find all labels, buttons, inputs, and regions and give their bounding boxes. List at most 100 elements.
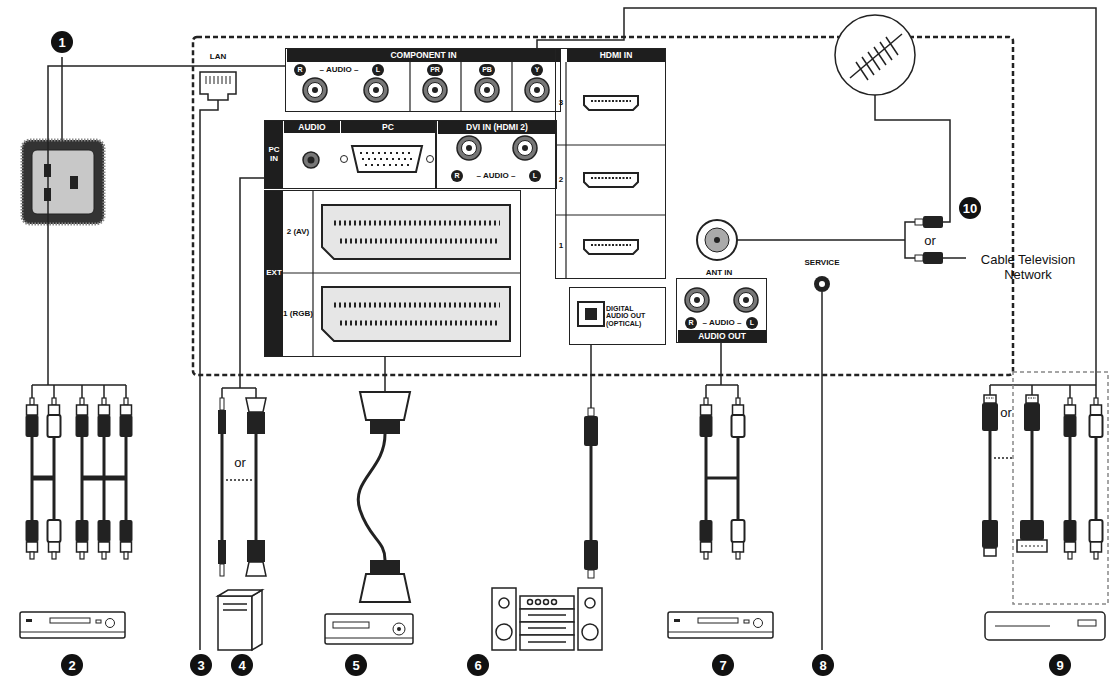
wire xyxy=(537,8,1096,398)
component-jacks xyxy=(410,62,512,111)
plug xyxy=(218,540,226,564)
port-group: EXT2 (AV)1 (RGB) xyxy=(265,191,520,356)
port-header: AUDIO OUT xyxy=(677,330,766,342)
cable xyxy=(706,437,738,520)
scart-number: 2 (AV) xyxy=(283,191,313,273)
pc-ports xyxy=(352,146,422,172)
antenna-jack xyxy=(714,237,720,243)
wire xyxy=(61,57,63,140)
plug xyxy=(915,255,923,261)
plug xyxy=(1064,398,1077,437)
dvd-device xyxy=(397,627,401,631)
plug xyxy=(370,420,400,434)
stereo-system xyxy=(492,588,516,650)
lan-port xyxy=(206,76,230,84)
stereo-system xyxy=(520,596,574,609)
port-label: DIGITAL AUDIO OUT (OPTICAL) xyxy=(606,290,652,342)
port-group: COMPONENT INR– AUDIO –LPRPBY xyxy=(286,49,560,111)
audio-channel-label: – AUDIO – xyxy=(465,170,527,182)
antenna-icon xyxy=(835,15,915,95)
hdmi-ports xyxy=(584,173,638,187)
callout-number: 4 xyxy=(231,654,253,676)
player-device xyxy=(985,612,1105,640)
plug xyxy=(982,395,998,431)
channel-badge: R xyxy=(294,64,306,76)
cable xyxy=(222,434,256,540)
lan-port xyxy=(200,72,236,100)
port-group-label: EXT xyxy=(265,191,283,356)
dvd-device xyxy=(325,614,413,644)
dvd-device xyxy=(393,623,405,635)
callout-number: 10 xyxy=(959,197,981,219)
tv-rear-panel-illustration xyxy=(668,612,773,638)
hdmi-ports xyxy=(556,62,665,278)
cable xyxy=(590,446,593,540)
component-jacks xyxy=(423,78,447,102)
wire xyxy=(821,292,823,650)
plug xyxy=(1064,520,1077,559)
port-group: PC INAUDIOPC xyxy=(265,121,435,188)
pc-tower xyxy=(252,590,262,650)
wire xyxy=(32,66,286,398)
stereo-system xyxy=(528,615,566,642)
plug xyxy=(1021,546,1043,547)
plug xyxy=(360,574,410,602)
port-group: DVI IN (HDMI 2)R– AUDIO –L xyxy=(437,121,556,188)
plug xyxy=(732,520,745,559)
port-header: COMPONENT IN xyxy=(286,49,560,62)
port-group: HDMI IN321 xyxy=(556,49,665,278)
antenna-jack xyxy=(705,228,729,252)
plug xyxy=(246,562,266,576)
port-header: PC xyxy=(340,121,435,133)
port-label: SERVICE xyxy=(805,258,840,267)
plug xyxy=(732,398,745,437)
plug xyxy=(923,252,943,264)
pc-ports xyxy=(303,152,319,168)
pc-ports xyxy=(360,153,414,165)
plug xyxy=(247,540,265,562)
port-number: 2 xyxy=(556,145,566,215)
plug xyxy=(26,520,39,559)
hdmi-ports xyxy=(556,62,665,278)
plug xyxy=(48,520,61,559)
stereo-system xyxy=(496,624,512,640)
plug xyxy=(26,398,39,437)
pc-tower xyxy=(223,604,247,610)
plug xyxy=(1017,540,1047,552)
plug xyxy=(588,570,594,578)
plug xyxy=(246,398,266,412)
lan-port xyxy=(200,72,236,100)
scart-ports xyxy=(322,205,510,259)
channel-badge: PR xyxy=(427,64,443,76)
stereo-system xyxy=(578,588,602,650)
plug xyxy=(76,398,89,437)
callout-number: 1 xyxy=(51,31,73,53)
plug xyxy=(1090,398,1103,437)
plug xyxy=(700,520,713,559)
audio-channel-label: – AUDIO – xyxy=(308,64,370,76)
stereo-system xyxy=(536,600,541,605)
plug xyxy=(220,398,224,410)
plug xyxy=(26,216,1103,602)
pc-tower xyxy=(218,590,262,596)
scart-number: 1 (RGB) xyxy=(283,273,313,356)
component-jacks xyxy=(364,78,388,102)
optical-port xyxy=(585,308,597,320)
pc-ports xyxy=(427,156,434,163)
channel-badge: L xyxy=(372,64,384,76)
dvd-device xyxy=(333,622,369,628)
callout-number: 8 xyxy=(812,654,834,676)
service-jack xyxy=(814,276,830,292)
wire xyxy=(590,344,592,408)
dvi-audio-jacks xyxy=(457,136,537,160)
component-jacks xyxy=(475,78,499,102)
port-header: HDMI IN xyxy=(566,49,665,62)
plug xyxy=(584,540,598,570)
plug xyxy=(120,398,133,437)
audio-channel-label: – AUDIO – xyxy=(699,317,745,329)
callout-number: 9 xyxy=(1049,654,1071,676)
cable xyxy=(32,431,1096,560)
note-text: or xyxy=(924,233,936,248)
component-jacks xyxy=(303,62,549,111)
